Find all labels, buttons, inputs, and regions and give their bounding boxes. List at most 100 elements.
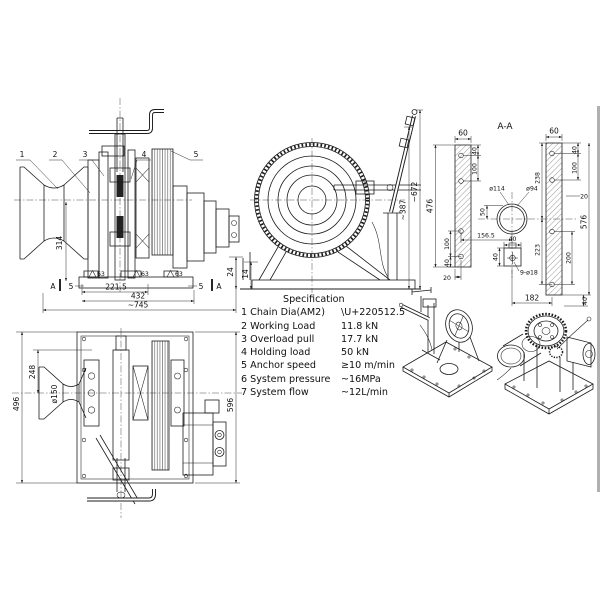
front-elevation-view: 1 2 3 4 5 314 221.5 432 ~745 A 5 A 5 63 … (14, 98, 240, 313)
gear-teeth (254, 142, 370, 258)
left-side-bar (454, 144, 472, 268)
balloon-leader (16, 159, 59, 190)
drum-circle (277, 165, 347, 235)
hub-circle (286, 174, 338, 226)
right-side-bar (545, 142, 563, 296)
spec-item: 4 Holding load (241, 347, 311, 359)
frame-outline (76, 331, 194, 484)
port-hole (231, 220, 237, 226)
lever-knob (411, 109, 418, 115)
dim-40: 40 (472, 147, 479, 155)
base-bolts (512, 384, 588, 405)
dim-50: 50 (480, 208, 487, 216)
balloon-1: 1 (20, 150, 25, 159)
gearbox-flange (172, 185, 188, 269)
dim-496: 496 (12, 397, 21, 412)
crank-handle (89, 109, 164, 134)
dim-248: 248 (28, 365, 37, 380)
gear-housing (422, 298, 437, 308)
pinion-iso (548, 345, 564, 359)
spec-item: 2 Working Load (241, 320, 316, 332)
support-legs (258, 245, 391, 281)
port-hole-inner (217, 449, 222, 455)
weld-63: 63 (97, 271, 105, 278)
centerlines (250, 138, 405, 293)
spec-row: 5 Anchor speed ≥10 m/min (241, 359, 401, 372)
pad-hole-cross (507, 252, 518, 264)
main-gear (151, 148, 174, 256)
gear-tip-circle (254, 142, 370, 258)
plate-thickness-left: 5 (69, 282, 74, 291)
spec-row: 6 System pressure ~16MPa (241, 373, 401, 386)
spec-value: 50 kN (341, 347, 369, 359)
shaft-end (115, 335, 127, 351)
hand-lever-inner (401, 305, 430, 320)
brake-rod-inner (87, 489, 156, 501)
dim-100b: 100 (444, 238, 451, 250)
dim-238: 238 (535, 172, 542, 184)
balloon-leader (49, 159, 91, 194)
motor-lines (183, 424, 213, 464)
base-plate (251, 279, 416, 290)
spec-row: 2 Working Load 11.8 kN (241, 320, 401, 333)
balloon-leader (79, 159, 105, 177)
chain-wheel (132, 365, 149, 421)
dim-100: 100 (472, 163, 479, 175)
isometric-view-left (398, 287, 493, 398)
specification-table: Specification 1 Chain Dia(AM2) \U+220512… (241, 293, 405, 399)
motor-end-cap (212, 421, 227, 467)
lever-collar (398, 137, 410, 149)
section-aa-label: A-A (497, 122, 513, 132)
lever-bracket (383, 212, 402, 280)
weld-63: 63 (141, 271, 149, 278)
dim-182: 182 (525, 294, 540, 303)
dim-14: 14 (241, 269, 250, 279)
lever-knob (398, 302, 404, 308)
dim-9-dia18: 9-ø18 (520, 270, 538, 277)
crank-handle-inner (89, 109, 164, 134)
spec-row: 4 Holding load 50 kN (241, 346, 401, 359)
brake-rod (87, 489, 156, 502)
dim-60-right: 60 (549, 127, 559, 136)
dim-576: 576 (580, 215, 589, 230)
dim-672: ~672 (410, 181, 419, 202)
dim-314: 314 (55, 236, 64, 251)
dim-40-base: 40 (582, 297, 589, 305)
dim-223: 223 (535, 244, 542, 256)
port-hole (214, 430, 225, 440)
frame-inner (80, 335, 190, 480)
spec-value: ≥10 m/min (341, 360, 395, 372)
pivot (386, 184, 394, 191)
clutch-block (116, 216, 124, 238)
spec-item: 7 System flow (241, 387, 309, 399)
ext-lines (229, 256, 258, 263)
warping-head-drum (19, 166, 89, 260)
port-hole-inner (217, 432, 222, 438)
balloon-leader (170, 150, 203, 161)
dim-100r: 100 (572, 162, 579, 174)
dim-387: ~387 (399, 199, 408, 220)
spec-item: 1 Chain Dia(AM2) (241, 307, 325, 319)
dim-24: 24 (226, 267, 235, 277)
clutch-block (116, 175, 124, 197)
hose-curve (419, 324, 433, 351)
base-bolts (410, 347, 486, 388)
balloon-3: 3 (83, 150, 88, 159)
frame-bolts (81, 336, 189, 479)
frame-plate (127, 149, 136, 279)
base-pads (83, 270, 179, 278)
gearbox-body (203, 200, 217, 254)
shaft-circle (297, 185, 327, 215)
gear-root-circle (258, 146, 366, 254)
base-hole (439, 363, 459, 375)
bearing-plate (83, 359, 100, 427)
frame-plate (87, 159, 100, 279)
motor-face (585, 350, 593, 358)
hand-lever (556, 319, 589, 350)
dim-60-left: 60 (458, 129, 468, 138)
centerlines (12, 328, 242, 518)
base-plate (402, 341, 493, 398)
spec-row: 3 Overload pull 17.7 kN (241, 333, 401, 346)
hub-inner-circle (499, 206, 525, 232)
